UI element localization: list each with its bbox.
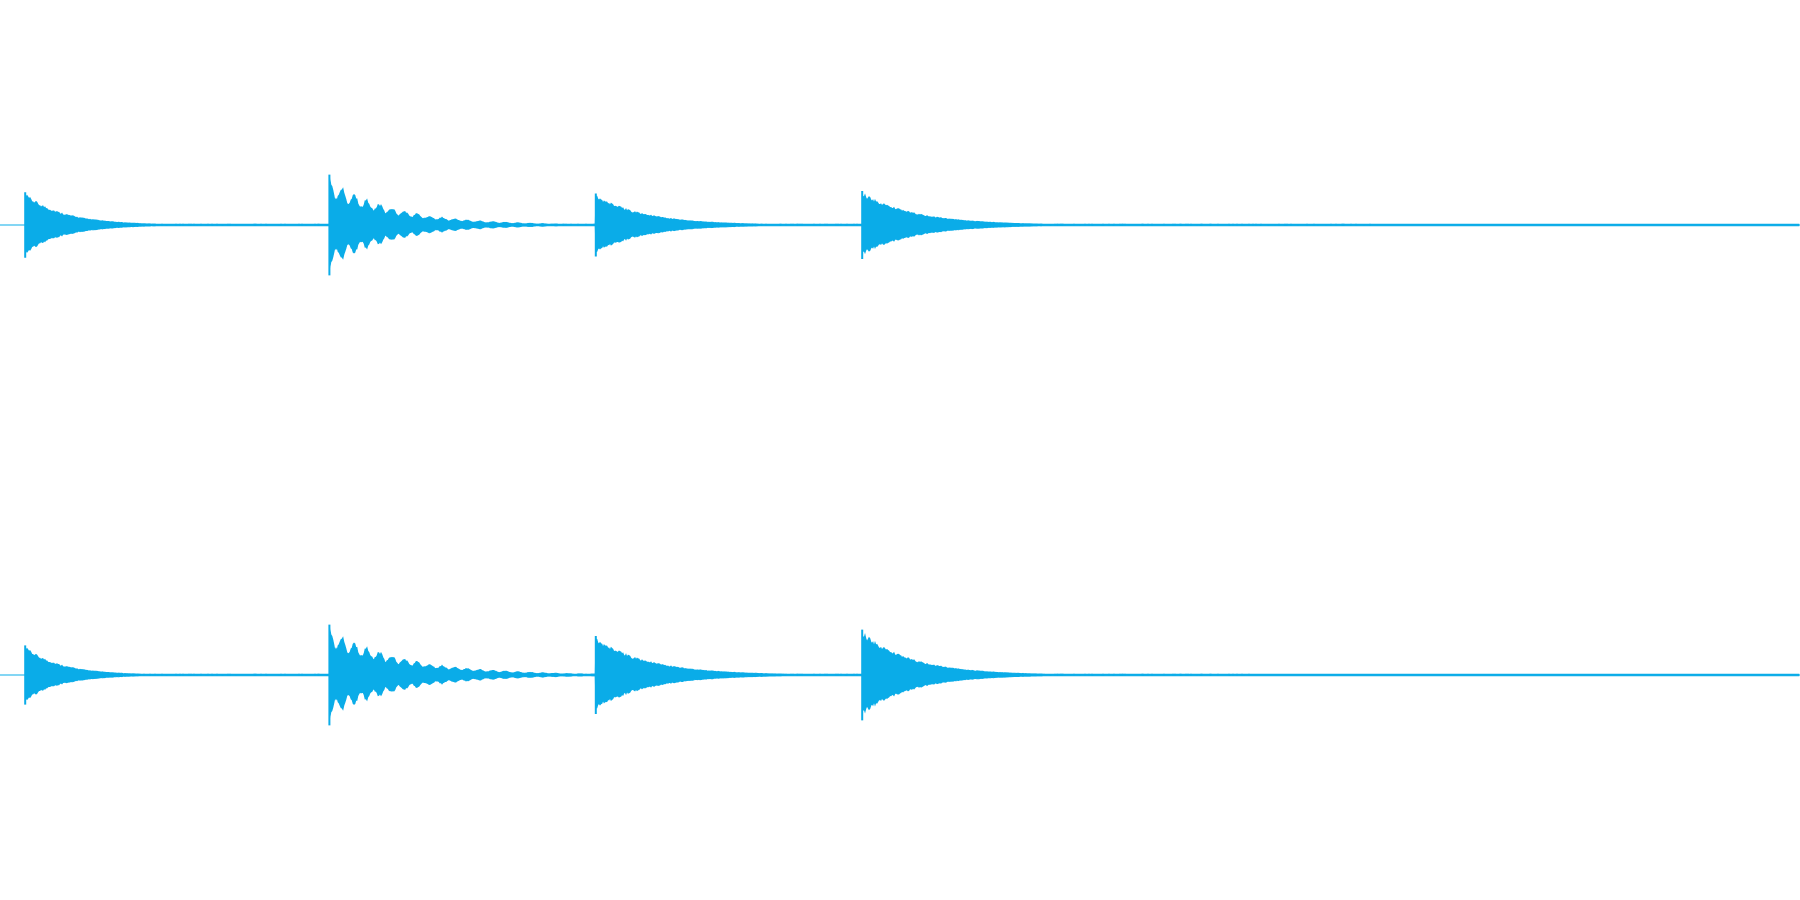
- waveform-envelope: [25, 178, 1800, 268]
- waveform-channels: [0, 174, 1800, 726]
- waveform-envelope: [25, 628, 1800, 718]
- waveform-channel-2: [0, 624, 1800, 726]
- waveform-channel-1: [0, 174, 1800, 276]
